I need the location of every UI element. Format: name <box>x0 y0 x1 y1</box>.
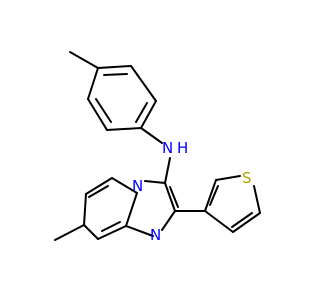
bridgehead-nitrogen-label: N <box>132 177 143 195</box>
thiophene-sulfur-label: S <box>242 169 252 187</box>
molecule-structure: N H N N S <box>54 51 261 244</box>
pyridine-ring <box>54 177 138 241</box>
tolyl-methyl-bond <box>69 51 99 69</box>
amine-hydrogen-label: H <box>177 139 188 157</box>
tolyl-ring <box>87 65 157 131</box>
aryl-amine-bond <box>140 127 163 144</box>
ring-nitrogen-label: N <box>150 226 161 244</box>
amine-c3-bond <box>164 157 171 184</box>
thiophene-ring <box>174 175 261 233</box>
amine-nitrogen-label: N <box>162 139 173 157</box>
imidazole-ring <box>125 180 179 237</box>
